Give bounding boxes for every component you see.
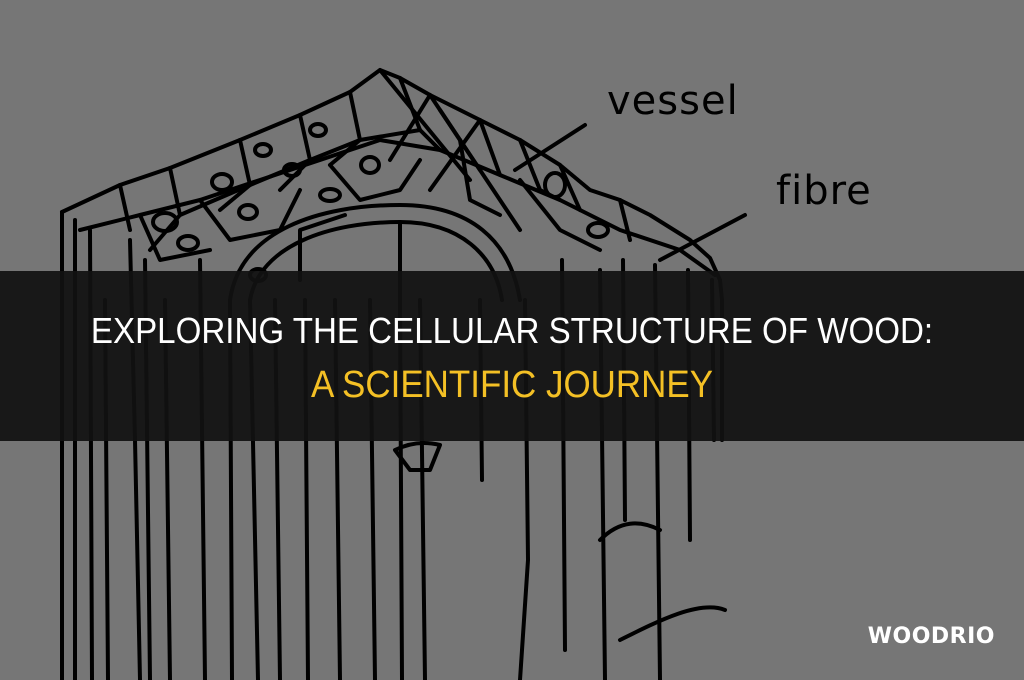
vessel-label: vessel <box>607 78 739 124</box>
page-subtitle: A SCIENTIFIC JOURNEY <box>310 364 714 406</box>
page-title: EXPLORING THE CELLULAR STRUCTURE OF WOOD… <box>90 310 934 351</box>
fibre-label: fibre <box>776 168 872 214</box>
brand-logo: WOODRIO <box>867 624 995 649</box>
title-banner <box>0 271 1024 441</box>
